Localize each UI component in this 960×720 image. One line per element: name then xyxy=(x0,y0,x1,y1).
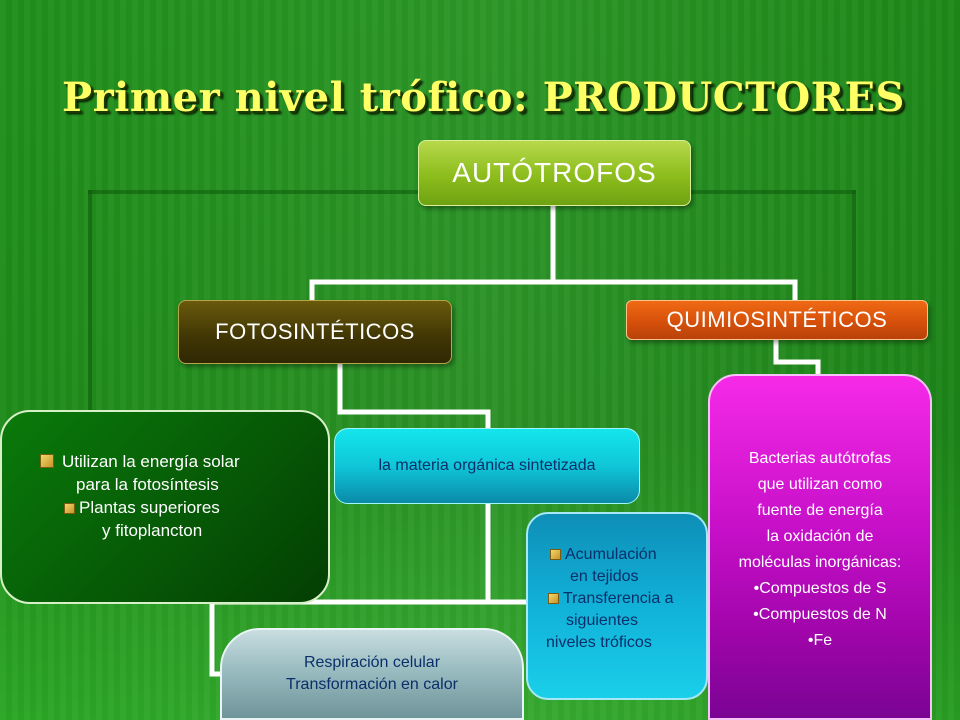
frame-line-left xyxy=(88,190,92,410)
connector-quimio-to-bacterias xyxy=(773,340,821,376)
acum-line-5: niveles tróficos xyxy=(546,634,652,651)
acum-line-1: Acumulación xyxy=(565,546,657,563)
bacterias-line-7: •Compuestos de N xyxy=(753,606,887,623)
node-materia-organica: la materia orgánica sintetizada xyxy=(334,428,640,504)
utilizan-line-2: para la fotosíntesis xyxy=(76,475,219,494)
node-respiracion: Respiración celular Transformación en ca… xyxy=(220,628,524,720)
utilizan-line-3: Plantas superiores xyxy=(79,498,220,517)
node-quimiosinteticos-label: QUIMIOSINTÉTICOS xyxy=(666,307,888,332)
bacterias-line-1: Bacterias autótrofas xyxy=(748,450,892,467)
acum-line-2: en tejidos xyxy=(570,568,639,585)
slide-title: Primer nivel trófico: PRODUCTORES xyxy=(62,74,905,121)
acum-line-3: Transferencia a xyxy=(563,590,674,607)
node-materia-label: la materia orgánica sintetizada xyxy=(378,457,596,474)
node-quimiosinteticos: QUIMIOSINTÉTICOS xyxy=(626,300,928,340)
connector-root-to-foto xyxy=(309,205,556,300)
bullet-icon xyxy=(64,503,75,514)
connector-foto-to-materia xyxy=(337,364,491,428)
bullet-icon xyxy=(550,549,561,560)
bacterias-line-3: fuente de energía xyxy=(757,502,883,519)
node-fotosinteticos-label: FOTOSINTÉTICOS xyxy=(215,319,415,344)
acum-line-4: siguientes xyxy=(566,612,639,629)
node-utilizan: Utilizan la energía solar para la fotosí… xyxy=(0,410,330,604)
bacterias-line-2: que utilizan como xyxy=(757,476,883,493)
bullet-icon xyxy=(40,454,54,468)
bacterias-line-8: •Fe xyxy=(807,632,833,649)
node-fotosinteticos: FOTOSINTÉTICOS xyxy=(178,300,452,364)
frame-line-right xyxy=(852,190,856,310)
node-acumulacion: Acumulación en tejidos Transferencia a s… xyxy=(526,512,708,700)
connector-root-to-quimio xyxy=(553,279,798,300)
node-autotrofos: AUTÓTROFOS xyxy=(418,140,691,206)
utilizan-line-4: y fitoplancton xyxy=(102,521,203,540)
resp-line-1: Respiración celular xyxy=(303,654,441,671)
bullet-icon xyxy=(548,593,559,604)
node-autotrofos-label: AUTÓTROFOS xyxy=(452,157,657,188)
resp-line-2: Transformación en calor xyxy=(286,676,458,693)
bacterias-line-4: la oxidación de xyxy=(766,528,874,545)
bacterias-line-5: moléculas inorgánicas: xyxy=(738,554,902,571)
bacterias-line-6: •Compuestos de S xyxy=(753,580,887,597)
utilizan-line-1: Utilizan la energía solar xyxy=(62,452,240,471)
node-bacterias: Bacterias autótrofas que utilizan como f… xyxy=(708,374,932,720)
